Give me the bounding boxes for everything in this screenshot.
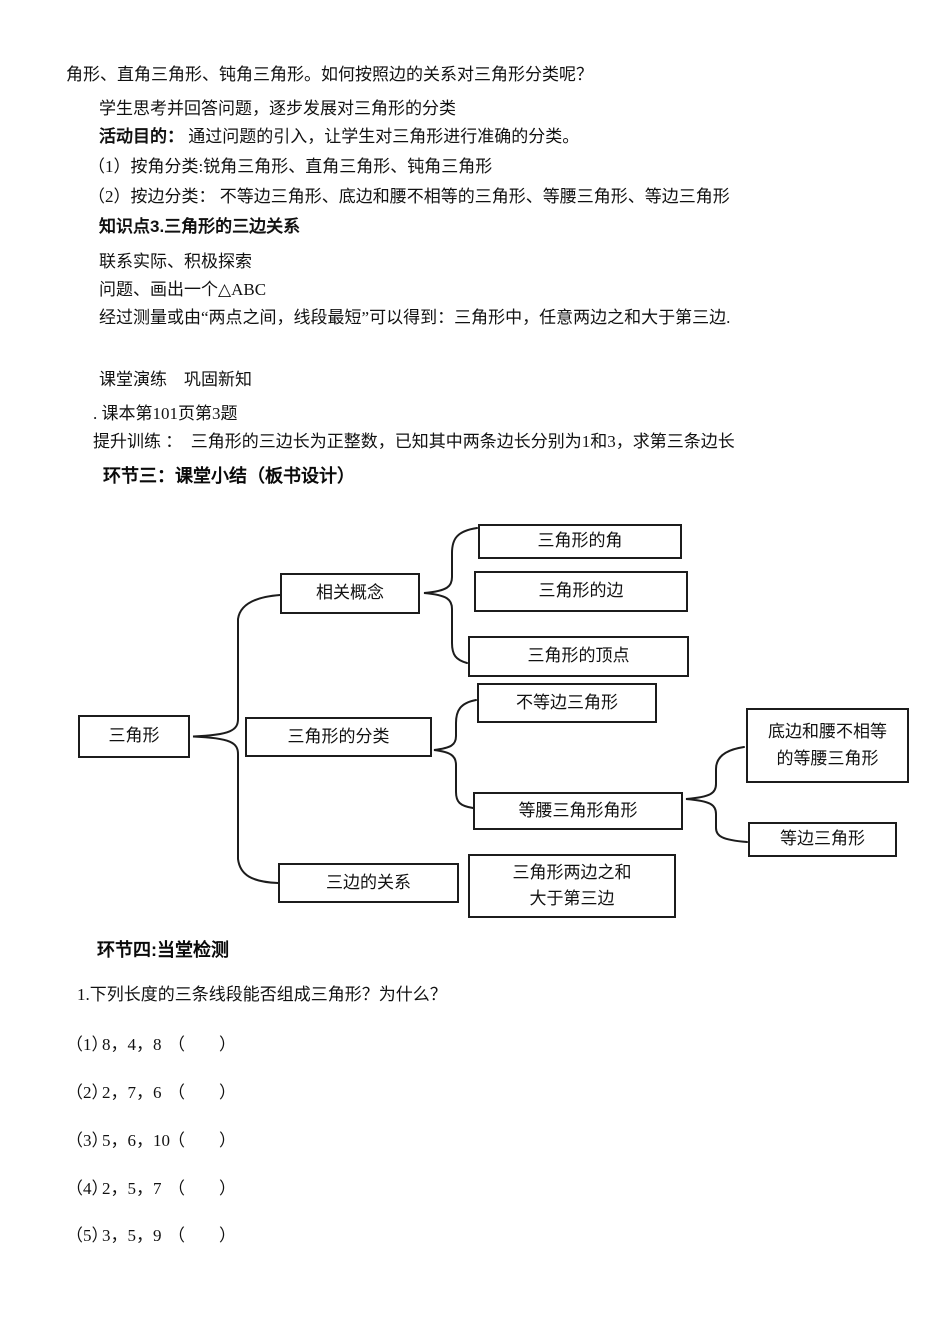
doc-line-textbook-ref: . 课本第101页第3题: [93, 404, 238, 423]
brace-isosceles-children: [685, 746, 748, 843]
diagram-node-isosceles: 等腰三角形角形: [473, 792, 683, 830]
diagram-node-triangle-vertices: 三角形的顶点: [468, 636, 689, 677]
brace-concepts-children: [423, 527, 478, 664]
doc-line-by-side: （2）按边分类： 不等边三角形、底边和腰不相等的三角形、等腰三角形、等边三角形: [88, 187, 730, 206]
quiz-item-1: （1）8，4，8 （ ）: [66, 1030, 236, 1055]
doc-line-activity-goal: 活动目的： 通过问题的引入，让学生对三角形进行准确的分类。: [99, 126, 579, 148]
quiz-item-numbers: 5，6，10: [102, 1131, 170, 1150]
diagram-connectors: [192, 527, 748, 884]
section4-heading: 环节四:当堂检测: [97, 940, 229, 960]
doc-line-problem-draw: 问题、画出一个△ABC: [99, 280, 267, 299]
quiz-item-4: （4）2，5，7 （ ）: [66, 1174, 236, 1199]
doc-line-by-angle: （1）按角分类:锐角三角形、直角三角形、钝角三角形: [88, 157, 493, 176]
quiz-item-3: （3）5，6，10（ ）: [66, 1126, 236, 1151]
quiz-item-answer: （ ）: [168, 1035, 236, 1054]
quiz-item-numbers: 2，7，6: [102, 1083, 162, 1102]
brace-classification-children: [433, 699, 477, 809]
diagram-node-sides-relation: 三边的关系: [278, 863, 459, 903]
quiz-item-numbers: 8，4，8: [102, 1035, 162, 1054]
quiz-item-5: （5）3，5，9 （ ）: [66, 1221, 236, 1246]
doc-line-practice-link: 联系实际、积极探索: [99, 252, 252, 271]
quiz-item-2: （2）2，7，6 （ ）: [66, 1078, 236, 1103]
quiz-item-answer: （ ）: [168, 1131, 236, 1150]
doc-line-continuation: 角形、直角三角形、钝角三角形。如何按照边的关系对三角形分类呢？: [66, 65, 593, 84]
diagram-node-triangle: 三角形: [78, 715, 190, 758]
doc-line-advanced-training: 提升训练 ： 三角形的三边长为正整数，已知其中两条边长分别为1和3，求第三条边长: [93, 432, 735, 451]
quiz-question: 1.下列长度的三条线段能否组成三角形？为什么？: [77, 985, 447, 1004]
quiz-item-label: （5）: [66, 1226, 109, 1245]
diagram-node-equilateral: 等边三角形: [748, 822, 897, 857]
doc-line-student-think: 学生思考并回答问题，逐步发展对三角形的分类: [99, 99, 456, 118]
quiz-item-answer: （ ）: [168, 1083, 236, 1102]
quiz-item-label: （4）: [66, 1179, 109, 1198]
diagram-node-theorem: 三角形两边之和 大于第三边: [468, 854, 676, 918]
diagram-node-triangle-edges: 三角形的边: [474, 571, 688, 612]
doc-line-knowledge-point: 知识点3.三角形的三边关系: [99, 217, 301, 236]
diagram-node-isosceles-unequal: 底边和腰不相等 的等腰三角形: [746, 708, 909, 783]
quiz-item-numbers: 2，5，7: [102, 1179, 162, 1198]
quiz-item-label: （3）: [66, 1131, 109, 1150]
activity-goal-text: 通过问题的引入，让学生对三角形进行准确的分类。: [184, 127, 580, 146]
quiz-item-label: （1）: [66, 1035, 109, 1054]
quiz-item-label: （2）: [66, 1083, 109, 1102]
diagram-node-scalene: 不等边三角形: [477, 683, 657, 723]
brace-root-children: [192, 594, 281, 884]
section3-heading: 环节三：课堂小结（板书设计）: [103, 466, 355, 486]
quiz-item-answer: （ ）: [168, 1226, 236, 1245]
doc-line-classroom-drill: 课堂演练 巩固新知: [99, 370, 252, 389]
diagram-node-classification: 三角形的分类: [245, 717, 432, 757]
activity-goal-label: 活动目的：: [99, 127, 184, 146]
diagram-node-related-concepts: 相关概念: [280, 573, 420, 614]
board-design-diagram: 三角形 相关概念 三角形的分类 三边的关系 三角形的角 三角形的边 三角形的顶点…: [0, 515, 950, 925]
diagram-node-triangle-angles: 三角形的角: [478, 524, 682, 559]
quiz-item-answer: （ ）: [168, 1179, 236, 1198]
quiz-item-numbers: 3，5，9: [102, 1226, 162, 1245]
doc-line-measure-conclusion: 经过测量或由“两点之间，线段最短”可以得到：三角形中，任意两边之和大于第三边.: [99, 308, 731, 327]
